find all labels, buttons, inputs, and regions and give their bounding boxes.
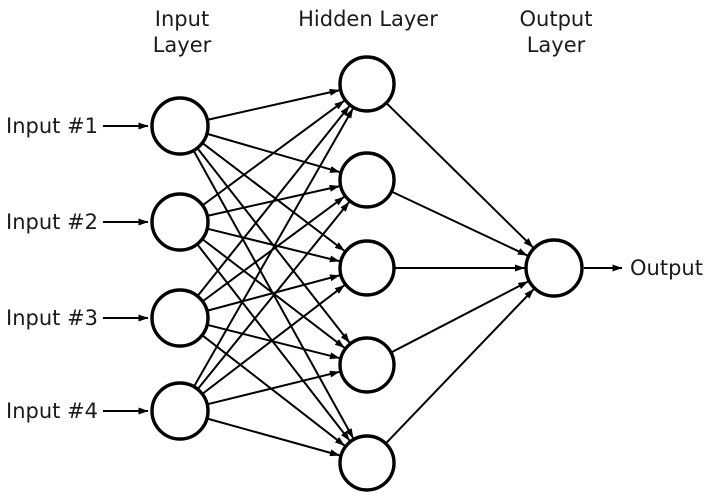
input-label-2: Input #2	[6, 210, 98, 234]
edge-hidden2-output	[391, 190, 528, 257]
input-layer-nodes	[150, 96, 210, 441]
edge-input4-hidden5	[206, 417, 341, 457]
edge-input1-hidden3	[201, 142, 345, 252]
input-node-1[interactable]	[150, 96, 210, 156]
input-layer-title-line1: Input	[155, 7, 209, 31]
edge-input4-hidden3	[201, 284, 345, 395]
output-node-1[interactable]	[524, 238, 584, 298]
edges-hidden-to-output	[384, 102, 535, 445]
output-layer-nodes	[524, 238, 584, 298]
edge-input3-hidden4	[206, 323, 340, 360]
input-label-1: Input #1	[6, 114, 98, 138]
input-label-3: Input #3	[6, 306, 98, 330]
input-node-4[interactable]	[150, 381, 210, 441]
edge-input4-hidden2	[196, 201, 350, 390]
hidden-layer-title: Hidden Layer	[298, 7, 438, 31]
hidden-node-3[interactable]	[338, 239, 396, 297]
output-layer-title-line1: Output	[520, 7, 593, 31]
input-text-labels-group: Input #1 Input #2 Input #3 Input #4	[6, 114, 98, 423]
edge-input2-hidden1	[201, 100, 345, 207]
hidden-node-4[interactable]	[338, 336, 396, 394]
hidden-node-5[interactable]	[338, 434, 396, 492]
edge-input4-hidden1	[193, 108, 354, 388]
hidden-node-2[interactable]	[338, 151, 396, 209]
edge-input3-hidden1	[196, 105, 350, 297]
hidden-node-1[interactable]	[338, 55, 396, 113]
hidden-layer-nodes	[338, 55, 396, 492]
edge-hidden5-output	[384, 288, 535, 445]
edge-input4-hidden4	[206, 370, 340, 406]
input-node-2[interactable]	[150, 192, 210, 252]
edge-input2-hidden3	[206, 227, 340, 263]
output-label: Output	[630, 256, 703, 280]
input-node-3[interactable]	[150, 288, 210, 348]
output-layer-title-line2: Layer	[527, 33, 586, 57]
edge-input3-hidden5	[201, 334, 346, 447]
edge-input1-hidden1	[207, 88, 340, 121]
edge-hidden1-output	[385, 102, 534, 249]
edge-input3-hidden3	[206, 274, 340, 312]
edges-input-to-hidden	[192, 88, 355, 457]
edge-hidden4-output	[390, 280, 529, 354]
input-label-4: Input #4	[6, 399, 98, 423]
input-layer-title-line2: Layer	[153, 33, 212, 57]
input-arrows-group	[103, 122, 149, 415]
